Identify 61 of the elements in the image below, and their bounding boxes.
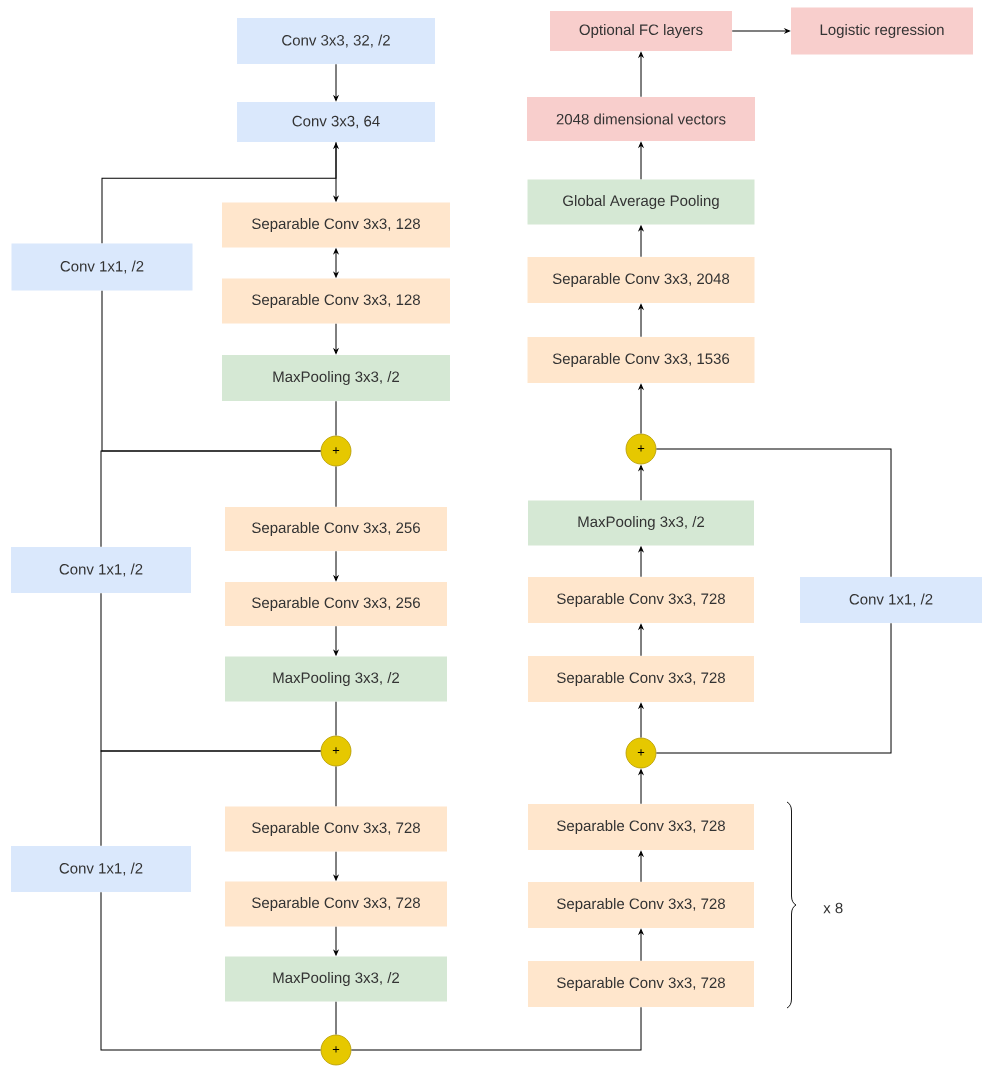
arrow	[333, 625, 339, 656]
connector-line	[100, 450, 322, 548]
layer-box: MaxPooling 3x3, /2	[528, 500, 754, 546]
arrow	[638, 141, 644, 180]
repeat-label: x 8	[823, 902, 843, 914]
layer-box: Conv 1x1, /2	[11, 243, 193, 291]
arrow	[638, 303, 644, 338]
connector-line	[335, 465, 337, 508]
layer-box: Separable Conv 3x3, 256	[225, 507, 447, 551]
connector-line	[350, 1006, 642, 1051]
layer-box: MaxPooling 3x3, /2	[225, 656, 447, 702]
arrow	[731, 28, 791, 34]
arrow	[333, 851, 339, 881]
layer-box: Conv 1x1, /2	[11, 547, 191, 593]
layer-box: Separable Conv 3x3, 128	[222, 202, 450, 248]
arrow	[638, 624, 644, 657]
arrow	[333, 142, 339, 202]
layer-box: Separable Conv 3x3, 728	[528, 882, 754, 928]
layer-box: Conv 3x3, 64	[237, 102, 435, 142]
layer-box: Conv 3x3, 32, /2	[237, 18, 435, 64]
connector-line	[335, 400, 337, 437]
layer-box: Separable Conv 3x3, 2048	[527, 257, 755, 303]
arrow	[638, 465, 644, 501]
connector-line	[100, 750, 322, 847]
arrow	[638, 769, 644, 805]
layer-box: Separable Conv 3x3, 728	[528, 656, 754, 702]
layer-box: MaxPooling 3x3, /2	[222, 355, 450, 401]
arrow	[638, 51, 644, 98]
connector-line	[101, 141, 337, 244]
layer-box: Separable Conv 3x3, 1536	[527, 337, 755, 383]
layer-box: Separable Conv 3x3, 728	[225, 806, 447, 852]
layer-box: Separable Conv 3x3, 728	[528, 804, 754, 850]
layer-box: Separable Conv 3x3, 128	[222, 278, 450, 324]
arrow	[333, 248, 339, 278]
layer-box: Conv 1x1, /2	[800, 577, 982, 623]
arrow	[333, 926, 339, 956]
layer-box: 2048 dimensional vectors	[527, 97, 755, 141]
layer-box: Separable Conv 3x3, 728	[528, 961, 754, 1007]
layer-box: Separable Conv 3x3, 728	[528, 577, 754, 623]
layer-box: Conv 1x1, /2	[11, 846, 191, 892]
arrow	[638, 383, 644, 435]
connector-line	[335, 765, 337, 807]
arrow	[638, 851, 644, 883]
arrow	[333, 63, 339, 102]
arrow	[638, 546, 644, 578]
arrow	[333, 323, 339, 355]
connector-line	[100, 891, 322, 1051]
layer-box: Global Average Pooling	[527, 179, 755, 225]
layer-box: Separable Conv 3x3, 728	[225, 881, 447, 927]
arrow	[333, 550, 339, 582]
connector-line	[655, 448, 892, 578]
arrow	[638, 703, 644, 739]
layer-box: Separable Conv 3x3, 256	[225, 582, 447, 626]
connector-line	[335, 701, 337, 737]
arrow	[638, 929, 644, 962]
layer-box: MaxPooling 3x3, /2	[225, 956, 447, 1002]
connector-line	[655, 622, 892, 754]
layer-box: Logistic regression	[791, 7, 973, 55]
layer-box: Optional FC layers	[550, 11, 732, 51]
connector-line	[335, 1001, 337, 1036]
arrow	[638, 225, 644, 258]
